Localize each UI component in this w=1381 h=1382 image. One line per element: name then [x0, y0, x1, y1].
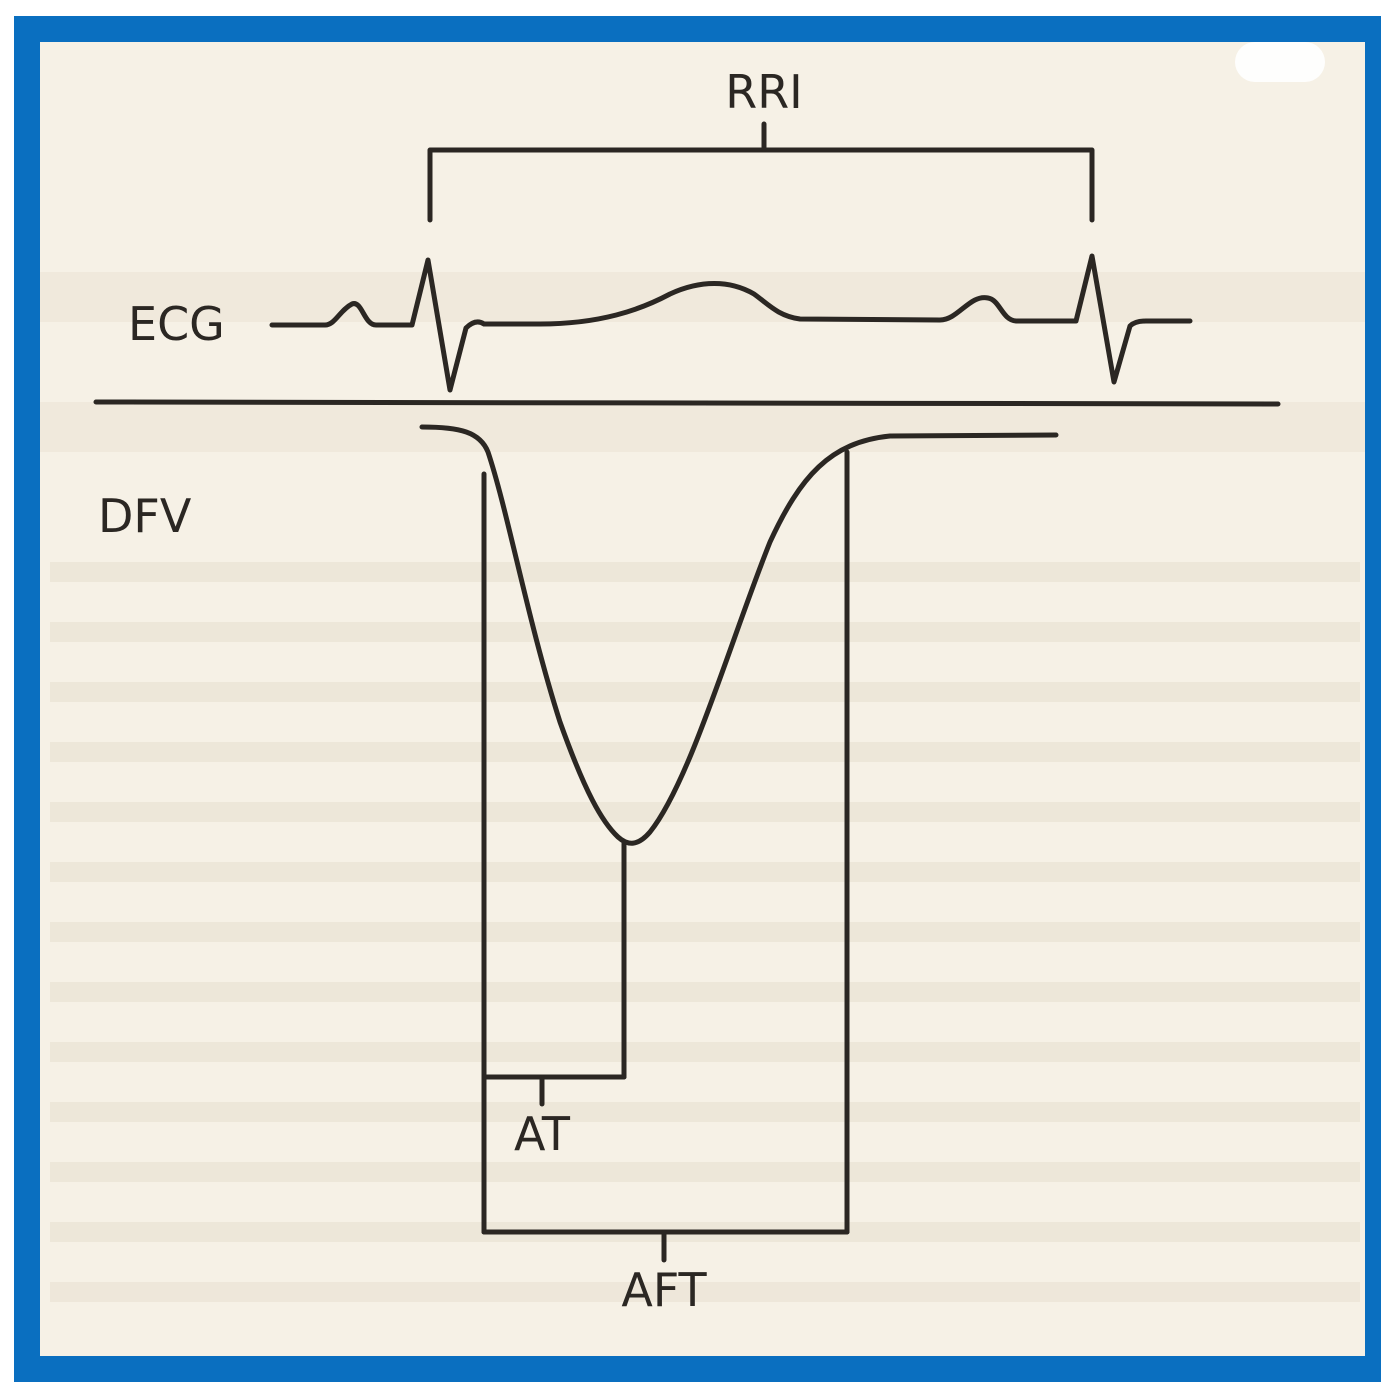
rri-label: RRI: [725, 65, 803, 119]
ghost-heading-band: [40, 272, 1365, 322]
ghost-line: [50, 742, 1360, 762]
ecg-label: ECG: [128, 297, 225, 351]
ghost-line: [50, 622, 1360, 642]
ghost-line: [50, 922, 1360, 942]
ghost-line: [50, 1042, 1360, 1062]
punch-hole-mark: [1235, 42, 1325, 82]
dfv-waveform: [419, 424, 1059, 846]
ghost-line: [50, 562, 1360, 582]
ghost-line: [50, 1282, 1360, 1302]
ghost-heading-band: [40, 402, 1365, 452]
ghost-line: [50, 1102, 1360, 1122]
ghost-line: [50, 802, 1360, 822]
at-label: AT: [514, 1107, 571, 1161]
separator-line: [93, 399, 1281, 407]
dfv-label: DFV: [98, 489, 192, 543]
ghost-line: [50, 682, 1360, 702]
show-through-background: [40, 42, 1365, 1302]
diagram-frame: RRI ECG DFV AT AFT: [14, 16, 1381, 1382]
ghost-line: [50, 862, 1360, 882]
doppler-diagram: RRI ECG DFV AT AFT: [40, 42, 1365, 1317]
ghost-line: [50, 982, 1360, 1002]
ecg-trace: [269, 253, 1193, 393]
rri-bracket: [427, 147, 1095, 223]
ghost-line: [50, 1162, 1360, 1182]
aft-label: AFT: [621, 1263, 707, 1317]
